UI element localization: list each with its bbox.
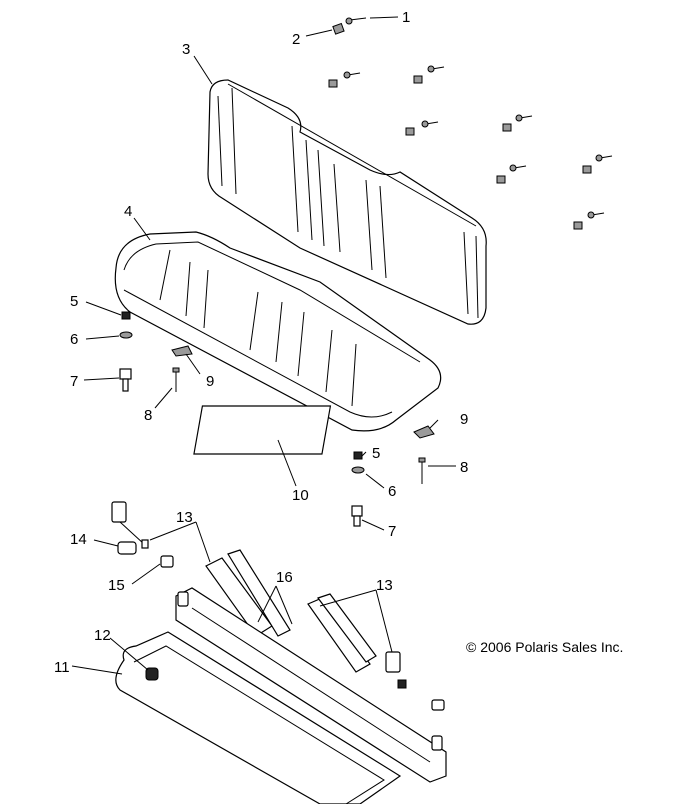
hardware-bolts-and-clips [328,17,613,230]
seat-back [207,79,487,325]
callout-6-right: 6 [388,483,396,500]
right-fasteners [351,425,435,527]
callout-16: 16 [276,569,293,586]
callout-12: 12 [94,627,111,644]
leader-lines [71,16,456,675]
callout-13-left: 13 [176,509,193,526]
callout-4: 4 [124,203,132,220]
callout-14: 14 [70,531,87,548]
callout-8-right: 8 [460,459,468,476]
callout-7-left: 7 [70,373,78,390]
callout-11: 11 [54,659,70,676]
callout-5-right: 5 [372,445,380,462]
seat-frame [115,587,447,804]
callout-10: 10 [292,487,309,504]
callout-8-left: 8 [144,407,152,424]
callout-15: 15 [108,577,125,594]
callout-3: 3 [182,41,190,58]
callout-13-right: 13 [376,577,393,594]
callout-7-right: 7 [388,523,396,540]
callout-1: 1 [402,9,410,26]
callout-6-left: 6 [70,331,78,348]
callout-9-left: 9 [206,373,214,390]
left-fasteners [119,311,332,455]
callout-9-right: 9 [460,411,468,428]
copyright-notice: © 2006 Polaris Sales Inc. [466,639,624,655]
callout-2: 2 [292,31,300,48]
callout-numbers: 1 2 3 4 5 6 7 8 9 9 5 8 6 10 7 13 14 16 … [54,9,468,676]
callout-5-left: 5 [70,293,78,310]
seat-belt-assemblies [111,501,445,711]
